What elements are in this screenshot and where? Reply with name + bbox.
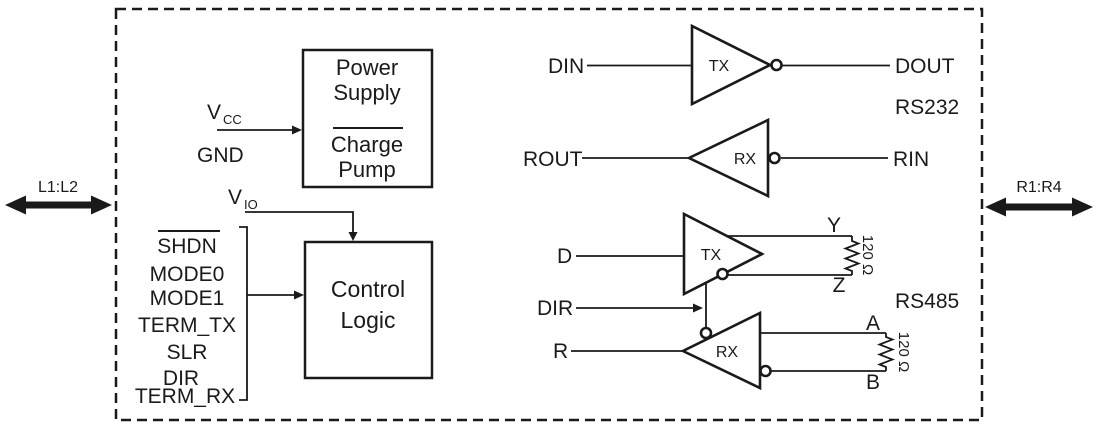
dir-arrowhead-icon [693, 303, 703, 313]
control-pins-bracket [239, 226, 248, 401]
pin-label-vio-subscript: IO [244, 197, 258, 212]
pin-label-rin: RIN [893, 148, 929, 171]
rs232-rx-buffer-label: RX [734, 151, 757, 168]
rs232-tx-inverter-bubble-icon [770, 58, 783, 72]
control-pins-arrowhead-icon [294, 290, 304, 300]
pin-label-term-rx: TERM_RX [135, 385, 235, 408]
left-bidirectional-arrow-icon [5, 195, 112, 215]
chip-boundary-dashed-rect [114, 7, 984, 422]
pin-label-vcc-subscript: CC [223, 112, 242, 127]
right-bidirectional-arrow-icon [985, 197, 1093, 217]
rs485-tx-buffer-label: TX [701, 247, 722, 264]
pin-label-dir-rs485: DIR [537, 297, 573, 320]
pin-label-slr: SLR [167, 341, 208, 364]
control-section: V IO Control Logic SHDN MODE0 MODE1 TERM… [135, 186, 434, 408]
pin-label-gnd: GND [197, 144, 244, 167]
rs232-section-label: RS232 [895, 96, 959, 119]
pin-label-term-tx: TERM_TX [138, 314, 236, 337]
pin-label-dir: DIR [163, 367, 199, 390]
pin-label-y: Y [827, 214, 841, 237]
pin-label-din: DIN [548, 55, 584, 78]
power-supply-box-line3: Charge [331, 132, 403, 157]
rs485-section: D TX Y Z 120 Ω DIR R RX A B 120 Ω RS485 [537, 211, 959, 394]
control-logic-box-line2: Logic [341, 307, 396, 333]
rs232-rx-inverter-bubble-icon [768, 151, 781, 165]
pin-label-d: D [557, 245, 572, 268]
rs232-section: DIN TX DOUT RS232 ROUT RX RIN [523, 23, 959, 199]
control-logic-box-line1: Control [331, 276, 405, 302]
pin-label-r: R [553, 340, 568, 363]
pin-label-mode0: MODE0 [150, 263, 225, 286]
pin-label-z: Z [833, 274, 846, 297]
right-port-label: R1:R4 [1016, 179, 1061, 196]
vio-wire [245, 211, 354, 233]
power-supply-box-line4: Pump [338, 157, 395, 182]
power-supply-box-line2: Supply [333, 80, 400, 105]
power-supply-box [301, 48, 434, 189]
left-port-label: L1:L2 [38, 179, 78, 196]
rs485-section-label: RS485 [895, 290, 959, 313]
pin-label-a: A [866, 312, 880, 335]
rs485-tx-buffer-triangle [682, 211, 765, 297]
rs232-tx-buffer-triangle [690, 23, 773, 107]
rs232-tx-buffer-label: TX [709, 58, 730, 75]
rs485-rx-buffer-triangle [680, 310, 762, 391]
pin-label-vcc: V [207, 101, 221, 124]
rs485-rx-buffer-label: RX [716, 344, 739, 361]
pin-label-shdn: SHDN [157, 235, 217, 258]
power-section: Power Supply Charge Pump V CC GND [197, 48, 434, 189]
left-port: L1:L2 [5, 179, 112, 215]
pin-label-b: B [866, 371, 880, 394]
rs485-rx-termination-value: 120 Ω [895, 332, 912, 372]
right-port: R1:R4 [985, 179, 1093, 217]
pin-label-mode1: MODE1 [150, 287, 225, 310]
control-logic-box [303, 240, 434, 380]
rs485-rx-enable-bubble-icon [699, 326, 713, 340]
vcc-arrowhead-icon [292, 125, 302, 135]
rs485-rx-inverter-bubble-icon [759, 364, 772, 378]
rs485-tx-termination-value: 120 Ω [859, 235, 876, 275]
vio-arrowhead-icon [348, 232, 358, 241]
rs485-tx-termination-resistor-symbol [842, 236, 862, 275]
rs485-tx-inverter-bubble-icon [716, 267, 729, 281]
pin-label-dout: DOUT [895, 55, 955, 78]
power-supply-box-line1: Power [336, 55, 398, 80]
pin-label-vio: V [228, 186, 242, 209]
rs485-rx-termination-resistor-symbol [876, 333, 896, 371]
rs232-rx-buffer-triangle [686, 117, 770, 199]
pin-label-rout: ROUT [523, 148, 583, 171]
